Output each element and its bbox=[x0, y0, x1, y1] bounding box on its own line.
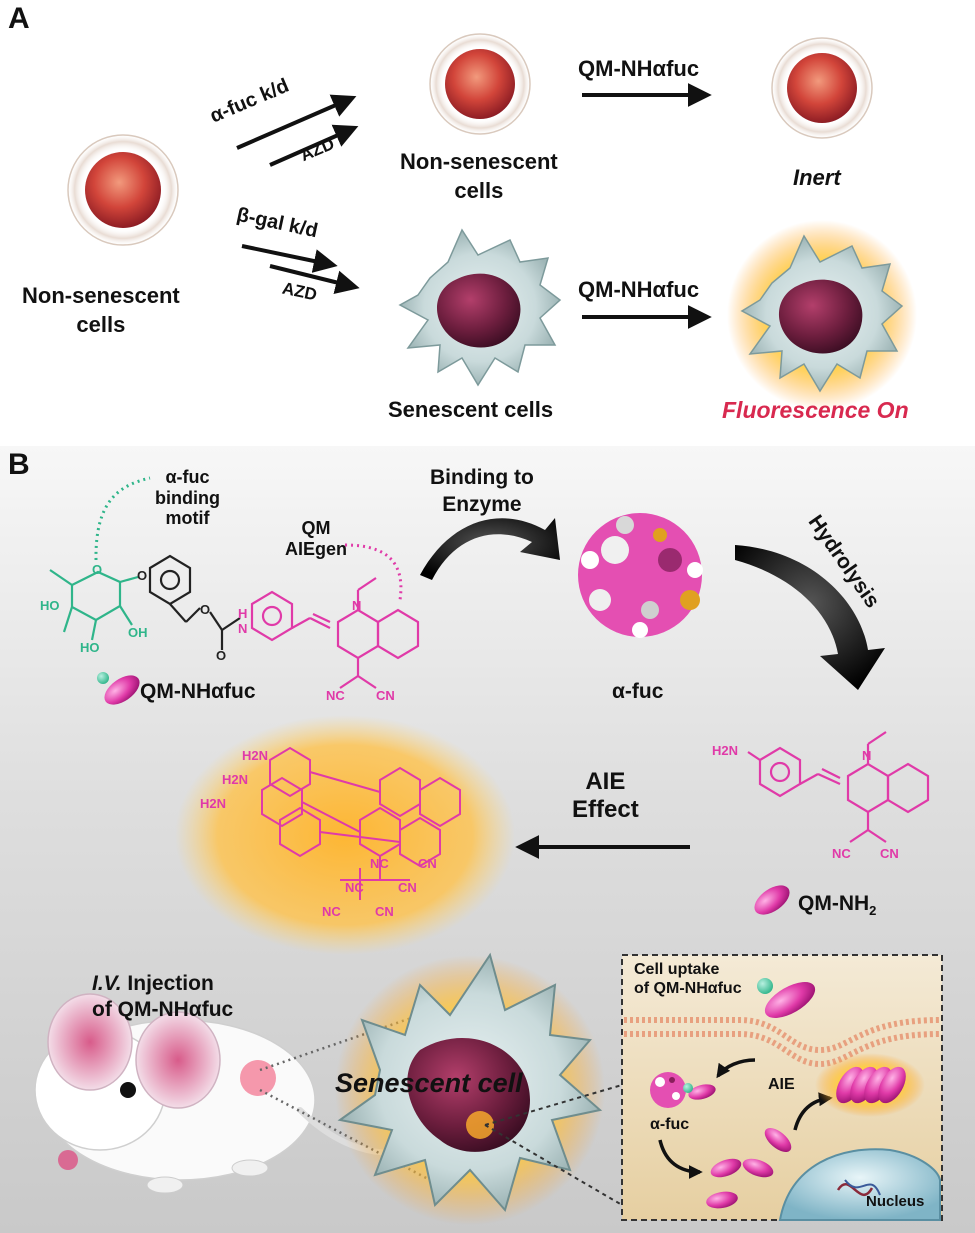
product-structure bbox=[747, 731, 930, 843]
aiegen-label: QM AIEgen bbox=[285, 518, 348, 559]
inset-arrow-uptake bbox=[716, 1058, 756, 1079]
aiegen-pointer bbox=[344, 543, 403, 601]
hydrolysis-arrow bbox=[735, 545, 885, 690]
mouse-ear bbox=[47, 993, 133, 1091]
senescent-cell-middle bbox=[398, 228, 562, 387]
injection-label-line2: of QM-NHαfuc bbox=[92, 998, 234, 1021]
product-nc: NC bbox=[832, 846, 851, 861]
injection-site bbox=[240, 1060, 276, 1096]
atom-o-carbamate: O bbox=[200, 602, 211, 617]
binding-motif-label: α-fuc binding motif bbox=[155, 467, 220, 529]
product-cn: CN bbox=[880, 846, 899, 861]
probe-pill-entering bbox=[764, 982, 816, 1018]
inert-label: Inert bbox=[793, 165, 841, 190]
senescent-label-middle: Senescent cells bbox=[388, 397, 554, 422]
aggregate-nc-2: NC bbox=[345, 880, 364, 895]
panel-b-letter: B bbox=[8, 448, 30, 481]
product-pill-icon bbox=[754, 885, 790, 915]
binding-motif-pointer bbox=[94, 476, 151, 561]
panel-a-letter: A bbox=[8, 2, 30, 35]
atom-o-ring: O bbox=[92, 562, 103, 577]
inset-arrow-hydrolysis bbox=[658, 1139, 703, 1179]
senescent-cell-label: Senescent cell bbox=[335, 1068, 523, 1098]
aggregate-h2n-3: H2N bbox=[200, 796, 227, 811]
aggregate-nc-3: NC bbox=[322, 904, 341, 919]
aggregate-cn-1: CN bbox=[418, 856, 437, 871]
probe-label-top: QM-NHαfuc bbox=[578, 56, 700, 81]
enzyme-label: α-fuc bbox=[612, 680, 664, 703]
aggregate-h2n-1: H2N bbox=[242, 748, 269, 763]
arrow-alpha-fuc-kd bbox=[236, 94, 357, 150]
left-cells-label: Non-senescent cells bbox=[22, 283, 180, 337]
inset-enzyme-label: α-fuc bbox=[650, 1116, 690, 1133]
product-name-label: QM-NH2 bbox=[798, 892, 877, 919]
atom-ho-2: HO bbox=[80, 640, 100, 655]
probe-label-bottom: QM-NHαfuc bbox=[578, 277, 700, 302]
atom-o-link: O bbox=[137, 568, 148, 583]
senescent-cell-large bbox=[335, 952, 605, 1225]
inert-cell bbox=[771, 37, 873, 139]
arrow-azd-top bbox=[269, 124, 359, 167]
arrow-azd-bottom bbox=[269, 264, 360, 295]
cell-uptake-inset bbox=[621, 954, 943, 1221]
zoom-line-top bbox=[259, 1013, 421, 1072]
non-senescent-cell-left bbox=[67, 134, 179, 246]
fluorescent-senescent-cell bbox=[727, 220, 917, 410]
non-senescent-label-middle: Non-senescent cells bbox=[400, 149, 558, 203]
atom-cn: CN bbox=[376, 688, 395, 703]
binding-arrow bbox=[420, 518, 560, 580]
nucleus bbox=[778, 1148, 941, 1221]
binding-step-label: Binding to Enzyme bbox=[430, 466, 534, 517]
mouse-nose bbox=[58, 1150, 78, 1170]
aggregate-nc-1: NC bbox=[370, 856, 389, 871]
aggregate-h2n-2: H2N bbox=[222, 772, 249, 787]
mouse-eye bbox=[120, 1082, 136, 1098]
non-senescent-cell-middle bbox=[429, 33, 531, 135]
injection-label: I.V. Injection bbox=[92, 972, 214, 995]
mouse bbox=[34, 993, 413, 1194]
inset-nucleus-label: Nucleus bbox=[866, 1193, 925, 1210]
inset-enzyme bbox=[650, 1072, 686, 1108]
probe-pill-icon bbox=[97, 672, 140, 705]
membrane-inner bbox=[624, 1031, 941, 1068]
aggregate-cn-3: CN bbox=[375, 904, 394, 919]
aggregate-structure bbox=[175, 715, 515, 955]
inset-aie-label: AIE bbox=[768, 1076, 795, 1093]
atom-n-quinoline: N bbox=[352, 598, 362, 613]
probe-structure bbox=[49, 554, 420, 689]
fluorescence-on-label: Fluorescence On bbox=[722, 397, 909, 423]
inset-line-bottom bbox=[484, 1124, 623, 1206]
alpha-fuc-enzyme bbox=[578, 513, 703, 638]
probe-name-label: QM-NHαfuc bbox=[140, 680, 256, 703]
atom-o-carbonyl: O bbox=[216, 648, 227, 663]
arrow-beta-gal-kd bbox=[241, 244, 338, 273]
aie-effect-label: AIE Effect bbox=[572, 768, 639, 823]
product-n: N bbox=[862, 748, 872, 763]
atom-oh: OH bbox=[128, 625, 148, 640]
atom-nc: NC bbox=[326, 688, 345, 703]
inset-uptake-label: Cell uptake of QM-NHαfuc bbox=[634, 961, 742, 998]
atom-ho: HO bbox=[40, 598, 60, 613]
aggregate-cn-2: CN bbox=[398, 880, 417, 895]
membrane-outer bbox=[624, 1017, 941, 1054]
product-h2n: H2N bbox=[712, 743, 739, 758]
